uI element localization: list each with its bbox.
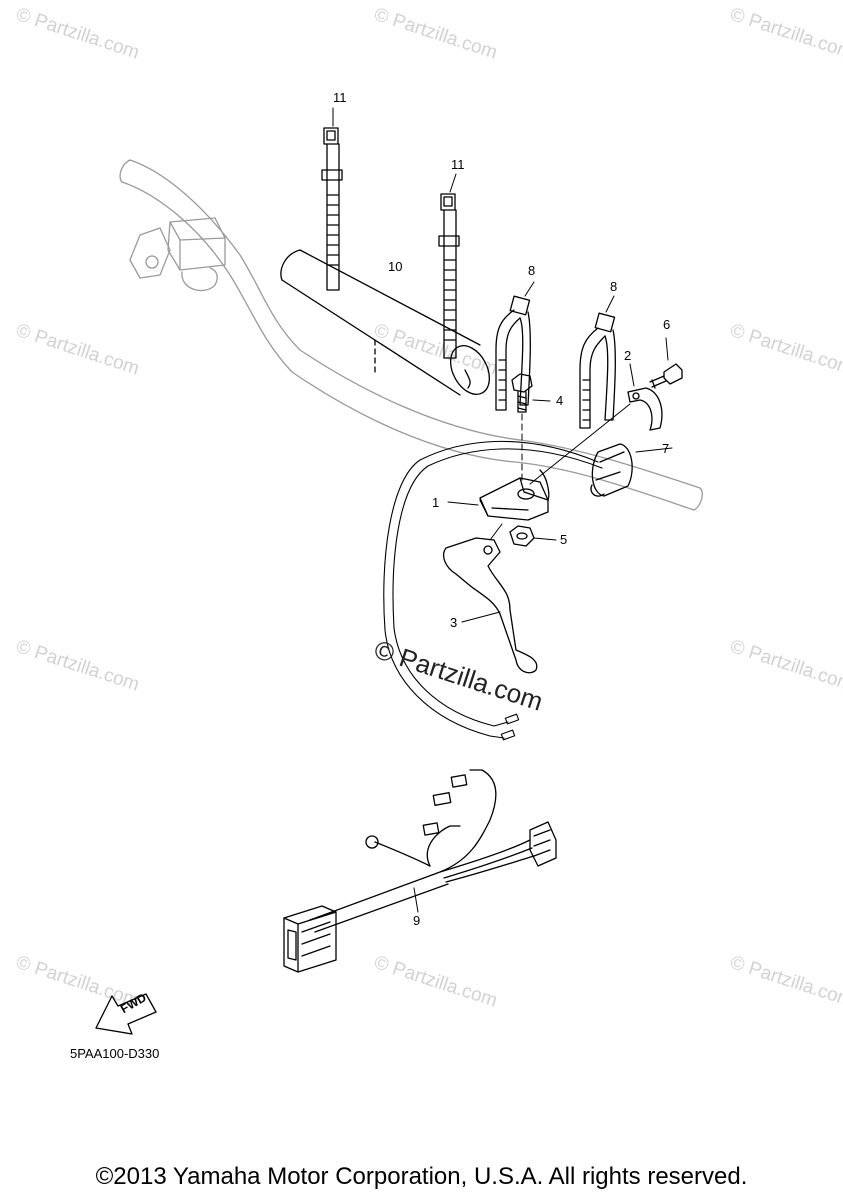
callout-3: 3 [450, 615, 458, 630]
part-11-cable-tie-right [438, 173, 460, 359]
diagram-code: 5PAA100-D330 [70, 1046, 160, 1061]
callout-6: 6 [663, 317, 671, 332]
part-4-bolt [511, 373, 551, 481]
part-8-cable-tie-left [495, 281, 535, 411]
part-6-screw [649, 337, 683, 389]
callout-8b: 8 [610, 279, 618, 294]
part-2-clamp [627, 363, 663, 431]
callout-1: 1 [432, 495, 440, 510]
part-3-lever [442, 523, 538, 674]
callout-4: 4 [556, 393, 564, 408]
callout-9: 9 [413, 913, 421, 928]
part-1-lever-holder [447, 403, 631, 521]
part-11-cable-tie-left [321, 107, 343, 291]
part-8-cable-tie-right [579, 295, 616, 429]
callout-8a: 8 [528, 263, 536, 278]
copyright-notice: ©2013 Yamaha Motor Corporation, U.S.A. A… [95, 1163, 748, 1190]
handlebar [119, 159, 703, 511]
callout-10: 10 [388, 259, 403, 274]
part-7-switch [590, 443, 673, 497]
callout-11b: 11 [451, 157, 465, 172]
callout-2: 2 [624, 348, 632, 363]
callout-11a: 11 [333, 90, 347, 105]
callout-7: 7 [662, 441, 670, 456]
switch-wire [383, 440, 603, 741]
callout-5: 5 [560, 532, 568, 547]
part-5-nut [509, 525, 557, 547]
part-9-wire-harness [283, 769, 557, 973]
fwd-arrow-icon [95, 993, 157, 1035]
part-10-bar-pad [280, 249, 490, 396]
